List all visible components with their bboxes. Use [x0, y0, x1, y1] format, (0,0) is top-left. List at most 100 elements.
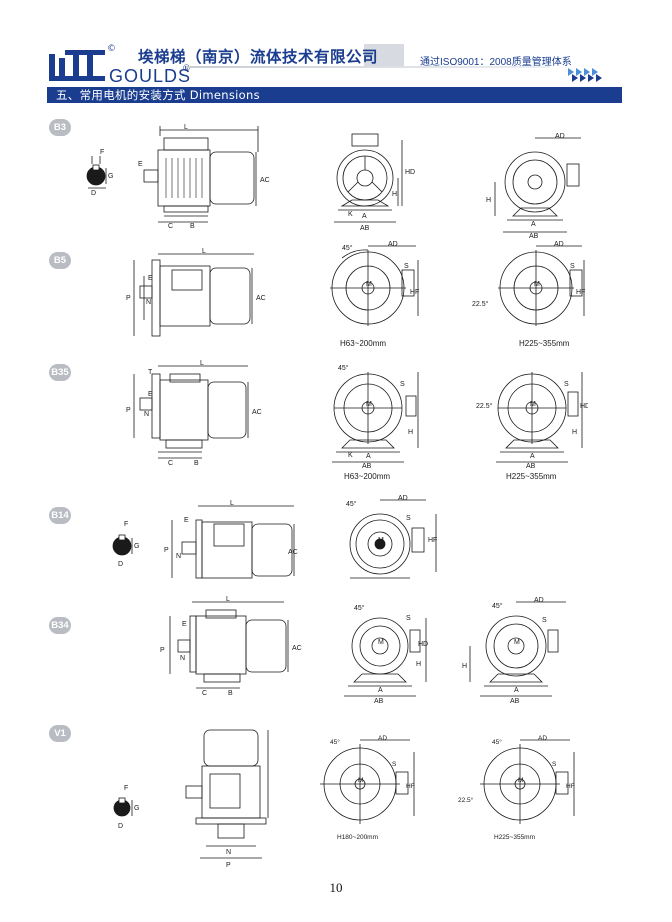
v1-caption-left: H180~200mm	[337, 834, 379, 841]
b35-front-view-large-figure: 22.5° S M HD H A AB	[476, 372, 588, 470]
b14-shaft-detail-figure: F G D	[112, 521, 139, 568]
dim-angle45: 45°	[338, 364, 349, 372]
dim-ac: AC	[256, 295, 266, 302]
dim-ad: AD	[554, 241, 564, 248]
row-label-b14: B14	[49, 507, 71, 524]
b5-caption-right: H225~355mm	[519, 339, 570, 348]
dim-s: S	[406, 515, 411, 522]
b5-caption-left: H63~200mm	[340, 339, 387, 348]
dim-ac: AC	[292, 645, 302, 652]
dim-angle225: 22.5°	[458, 796, 474, 804]
b3-side-view-figure: L AC E C B	[138, 124, 270, 230]
dim-angle45: 45°	[330, 738, 340, 746]
b5-front-view-figure: 45° AD S M HF	[330, 241, 419, 326]
dim-ad: AD	[555, 133, 565, 140]
dim-h: H	[572, 429, 577, 436]
dim-m: M	[518, 777, 523, 784]
dim-g: G	[134, 543, 139, 550]
dim-l: L	[226, 596, 230, 603]
dim-m: M	[534, 281, 540, 288]
header-rule	[186, 66, 550, 68]
b34-front-view-large-figure: 45° AD S M H A AB	[462, 597, 566, 705]
row-label-b34: B34	[49, 617, 71, 634]
dim-angle45: 45°	[492, 602, 503, 610]
row-label-v1: V1	[49, 725, 71, 742]
b14-front-view-figure: 45° AD S M HF	[346, 495, 437, 579]
b14-side-view-figure: L E P N AC	[164, 500, 298, 579]
dim-b: B	[190, 223, 195, 230]
dim-d: D	[118, 561, 123, 568]
dim-p: P	[126, 295, 131, 302]
dim-angle45: 45°	[492, 738, 502, 746]
b3-shaft-detail-figure: F G D	[86, 149, 113, 196]
dim-m: M	[358, 777, 363, 784]
b34-side-view-figure: L E P N AC C B	[160, 596, 302, 697]
dim-angle225: 22.5°	[476, 402, 493, 410]
dim-ad: AD	[538, 735, 547, 742]
dim-l: L	[202, 248, 206, 255]
dim-s: S	[564, 381, 569, 388]
v1-caption-right: H225~355mm	[494, 834, 536, 841]
dim-c: C	[168, 460, 173, 467]
dim-n: N	[144, 411, 149, 418]
dim-f: F	[100, 149, 104, 156]
v1-side-view-figure: N P	[185, 729, 269, 869]
dim-n: N	[146, 299, 151, 306]
dim-hd: HD	[580, 403, 588, 410]
dim-m: M	[378, 639, 384, 646]
b35-caption-left: H63~200mm	[344, 472, 391, 481]
dim-hf: HF	[410, 289, 419, 296]
dim-s: S	[406, 615, 411, 622]
dim-e: E	[182, 621, 187, 628]
row-label-b3: B3	[49, 119, 71, 136]
dim-k: K	[348, 452, 353, 459]
dim-a: A	[514, 687, 519, 694]
dim-p: P	[126, 407, 131, 414]
dim-ac: AC	[288, 549, 298, 556]
dim-l: L	[184, 124, 188, 131]
dim-a: A	[378, 687, 383, 694]
dim-ad: AD	[378, 735, 387, 742]
dim-a: A	[362, 213, 367, 220]
dim-ad: AD	[388, 241, 398, 248]
dim-e: E	[148, 391, 153, 398]
dim-d: D	[118, 823, 123, 830]
dim-s: S	[552, 761, 557, 768]
b5-side-view-figure: L E P N AC	[126, 248, 266, 337]
dim-b: B	[228, 690, 233, 697]
dim-e: E	[138, 161, 143, 168]
row-label-b35: B35	[49, 364, 71, 381]
b5-front-view-large-figure: 22.5° AD S M HF	[472, 241, 585, 326]
dim-b: B	[194, 460, 199, 467]
dim-t: T	[148, 369, 153, 376]
chevrons-right-icon	[568, 68, 602, 82]
dim-ac: AC	[260, 177, 270, 184]
certification-text: 通过ISO9001：2008质量管理体系	[420, 57, 572, 68]
dim-hf: HF	[406, 783, 415, 790]
dim-ab: AB	[374, 698, 384, 705]
dim-m: M	[530, 401, 536, 408]
dim-e: E	[184, 517, 189, 524]
dim-h: H	[486, 197, 491, 204]
dim-g: G	[134, 805, 139, 812]
dim-p: P	[226, 862, 231, 869]
section-title-bar	[47, 87, 622, 103]
dim-g: G	[108, 173, 113, 180]
dim-h: H	[416, 661, 421, 668]
dim-hd: HD	[405, 169, 415, 176]
b35-caption-right: H225~355mm	[506, 472, 557, 481]
dim-angle225: 22.5°	[472, 300, 489, 308]
row-label-b5: B5	[49, 252, 71, 269]
dim-l: L	[230, 500, 234, 507]
dim-c: C	[202, 690, 207, 697]
v1-front-view-figure: 45° AD S M HF	[320, 735, 415, 824]
dim-ab: AB	[362, 463, 372, 470]
dim-ab: AB	[529, 233, 539, 240]
dim-angle45: 45°	[342, 244, 353, 252]
dim-hf: HF	[576, 289, 585, 296]
b34-front-view-figure: 45° S M HD H A AB	[344, 604, 428, 705]
b3-front-view-figure: HD H K A AB	[334, 133, 415, 232]
dim-f: F	[124, 521, 128, 528]
dim-s: S	[570, 263, 575, 270]
